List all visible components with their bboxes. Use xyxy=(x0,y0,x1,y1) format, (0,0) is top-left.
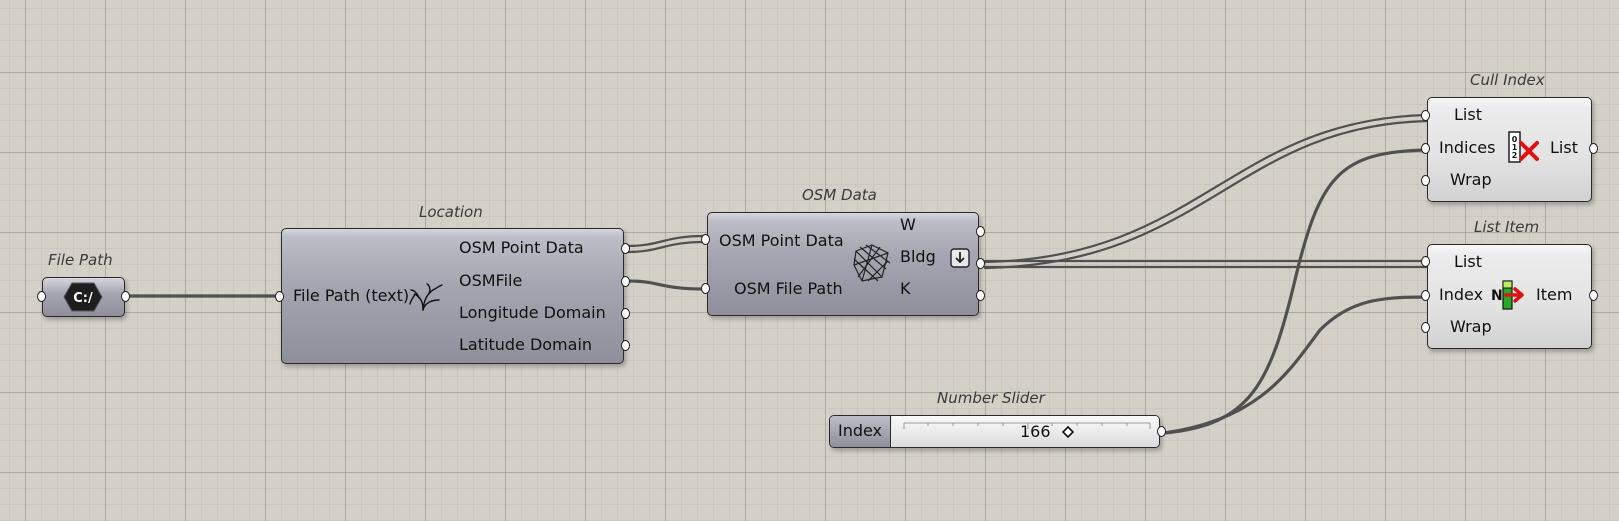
location-output-longitude-domain: Longitude Domain xyxy=(459,303,606,322)
number-slider-value: 166 xyxy=(1020,422,1051,441)
osm-data-input-point-data: OSM Point Data xyxy=(719,231,844,250)
list-item-component[interactable]: List Index Wrap N Item xyxy=(1427,244,1592,349)
location-component[interactable]: File Path (text) OSM Point Data OSMFile … xyxy=(281,228,624,364)
osm-data-component[interactable]: OSM Point Data OSM File Path W Bldg K xyxy=(707,212,979,316)
cull-index-output-port-list[interactable] xyxy=(1589,143,1598,154)
svg-text:2: 2 xyxy=(1512,151,1518,160)
location-output-port-osm-point-data[interactable] xyxy=(621,243,630,254)
osm-data-output-k: K xyxy=(900,279,911,298)
file-path-component[interactable]: C:/ xyxy=(42,277,125,317)
cull-index-input-port-list[interactable] xyxy=(1421,110,1430,121)
osm-map-icon xyxy=(853,244,891,282)
list-item-output-port-item[interactable] xyxy=(1589,290,1598,301)
number-slider-output-port[interactable] xyxy=(1157,426,1166,437)
number-slider-component[interactable]: Index 166 xyxy=(829,415,1160,448)
osm-data-input-port-file-path[interactable] xyxy=(701,283,710,294)
list-item-input-list: List xyxy=(1454,252,1482,271)
cull-index-title: Cull Index xyxy=(1470,71,1545,89)
osm-data-output-bldg: Bldg xyxy=(900,247,936,266)
osm-data-output-port-bldg[interactable] xyxy=(976,258,985,269)
location-input-port-file-path[interactable] xyxy=(275,291,284,302)
svg-text:0: 0 xyxy=(1512,135,1518,144)
list-item-icon-text: N xyxy=(1491,288,1503,304)
location-output-osm-point-data: OSM Point Data xyxy=(459,238,584,257)
osm-data-input-port-point-data[interactable] xyxy=(701,234,710,245)
slider-grip-diamond-icon[interactable] xyxy=(1062,426,1074,438)
list-item-title: List Item xyxy=(1474,218,1540,236)
c-drive-hexagon-icon: C:/ xyxy=(63,282,103,312)
number-slider-track[interactable]: 166 xyxy=(892,416,1159,447)
location-output-port-latitude-domain[interactable] xyxy=(621,340,630,351)
location-input-file-path: File Path (text) xyxy=(293,286,410,305)
cull-index-input-wrap: Wrap xyxy=(1450,170,1492,189)
cull-index-input-port-indices[interactable] xyxy=(1421,143,1430,154)
location-output-osmfile: OSMFile xyxy=(459,271,523,290)
location-output-port-osmfile[interactable] xyxy=(621,276,630,287)
number-slider-title: Number Slider xyxy=(937,389,1045,407)
svg-text:1: 1 xyxy=(1512,143,1518,152)
list-item-input-port-wrap[interactable] xyxy=(1421,322,1430,333)
list-item-input-port-list[interactable] xyxy=(1421,256,1430,267)
location-output-port-longitude-domain[interactable] xyxy=(621,308,630,319)
list-item-output-item: Item xyxy=(1536,285,1573,304)
number-slider-ticks xyxy=(903,422,1151,429)
osm-data-input-file-path: OSM File Path xyxy=(734,279,843,298)
osm-data-title: OSM Data xyxy=(802,186,877,204)
wire-pointdata-a xyxy=(626,234,706,248)
file-path-title: File Path xyxy=(48,251,113,269)
cull-index-output-list: List xyxy=(1550,138,1578,157)
file-path-output-port[interactable] xyxy=(121,291,130,302)
wire-bldg-to-cull-a xyxy=(983,113,1429,264)
wire-slider-to-index xyxy=(1162,295,1429,435)
cull-index-component[interactable]: List Indices Wrap 0 1 2 List xyxy=(1427,97,1592,202)
c-drive-text: C:/ xyxy=(73,291,93,306)
wire-slider-to-indices xyxy=(1162,148,1429,435)
wire-pointdata-b xyxy=(626,240,706,254)
wire-osmfile-to-filepath xyxy=(626,279,706,291)
cull-index-input-port-wrap[interactable] xyxy=(1421,175,1430,186)
osm-data-output-port-k[interactable] xyxy=(976,290,985,301)
list-item-input-wrap: Wrap xyxy=(1450,317,1492,336)
location-tree-icon xyxy=(409,283,443,311)
list-item-input-port-index[interactable] xyxy=(1421,290,1430,301)
wire-bldg-to-cull-b xyxy=(983,119,1429,270)
cull-index-input-list: List xyxy=(1454,105,1482,124)
osm-data-output-w: W xyxy=(900,215,916,234)
number-slider-label: Index xyxy=(830,416,891,447)
list-item-icon: N xyxy=(1491,280,1524,310)
location-title: Location xyxy=(419,203,483,221)
cull-index-input-indices: Indices xyxy=(1439,138,1496,157)
osm-data-output-port-w[interactable] xyxy=(976,226,985,237)
file-path-input-port[interactable] xyxy=(37,291,46,302)
list-item-input-index: Index xyxy=(1439,285,1484,304)
location-output-latitude-domain: Latitude Domain xyxy=(459,335,593,354)
down-arrow-icon[interactable] xyxy=(950,248,970,268)
cull-index-icon: 0 1 2 xyxy=(1508,131,1539,163)
